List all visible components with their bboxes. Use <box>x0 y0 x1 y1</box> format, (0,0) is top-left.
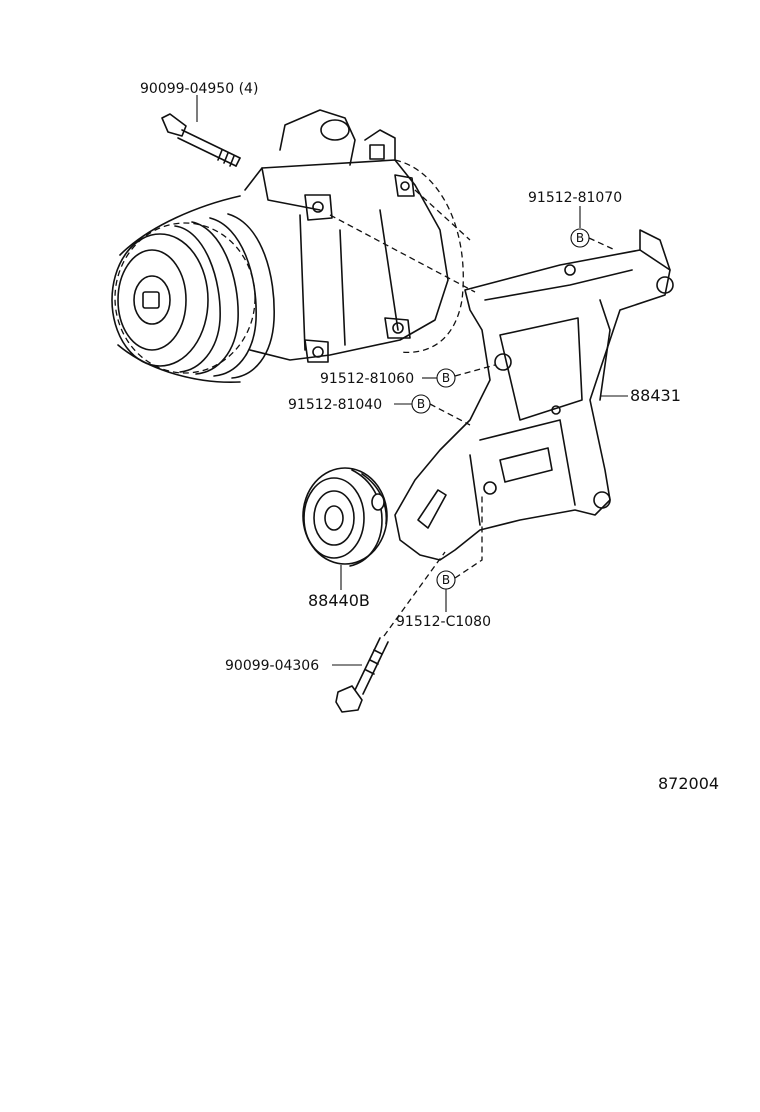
marker-b-4: B <box>442 573 450 587</box>
idler-pulley-illustration <box>302 467 388 590</box>
label-bolt-bottom: 90099-04306 <box>225 658 319 674</box>
label-bolt-lower: 91512-C1080 <box>396 614 491 630</box>
label-bolt-top: 90099-04950 (4) <box>140 81 258 97</box>
bolt-bottom-illustration <box>332 551 446 713</box>
marker-b-2: B <box>442 371 450 385</box>
svg-text:B: B <box>576 231 584 245</box>
label-bracket: 88431 <box>630 386 681 405</box>
label-bolt-bracket-top: 91512-81070 <box>528 190 622 206</box>
bolt-top-illustration <box>161 95 241 167</box>
diagram-ref-number: 872004 <box>658 774 719 793</box>
svg-text:B: B <box>442 371 450 385</box>
svg-text:B: B <box>417 397 425 411</box>
marker-b-3: B <box>417 397 425 411</box>
label-bolt-mid-2: 91512-81040 <box>288 397 382 413</box>
callout-leaders <box>394 206 628 612</box>
marker-b-1: B <box>576 231 584 245</box>
label-idler-pulley: 88440B <box>308 591 370 610</box>
bracket-illustration <box>394 229 674 561</box>
svg-text:B: B <box>442 573 450 587</box>
compressor-illustration <box>111 109 476 384</box>
label-bolt-mid-1: 91512-81060 <box>320 371 414 387</box>
